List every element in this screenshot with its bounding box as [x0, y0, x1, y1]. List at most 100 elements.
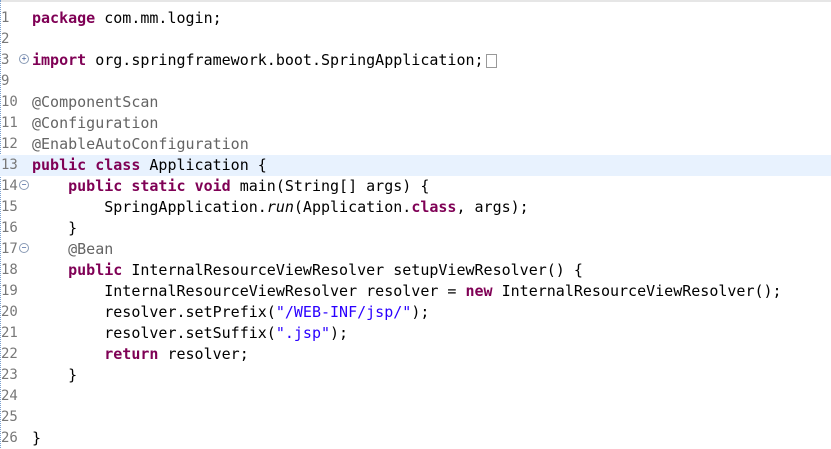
- code-line[interactable]: 15 SpringApplication.run(Application.cla…: [0, 197, 831, 218]
- collapse-fold-icon[interactable]: −: [19, 180, 29, 190]
- line-code: @Bean: [32, 239, 113, 260]
- annotation: @Configuration: [32, 114, 159, 132]
- keyword: class: [95, 156, 141, 174]
- line-code: resolver.setSuffix(".jsp");: [32, 323, 348, 344]
- code-line[interactable]: 14− public static void main(String[] arg…: [0, 176, 831, 197]
- code-line[interactable]: 13 public class Application {: [0, 155, 831, 176]
- line-code: package com.mm.login;: [32, 8, 222, 29]
- line-code: }: [32, 428, 41, 449]
- code-line[interactable]: 17− @Bean: [0, 239, 831, 260]
- code-token: com.mm.login;: [104, 9, 222, 27]
- line-number: 12: [1, 136, 18, 152]
- line-number: 25: [1, 409, 18, 425]
- line-number: 21: [1, 325, 18, 341]
- code-line[interactable]: 16 }: [0, 218, 831, 239]
- editor-left-edge: [0, 0, 1, 448]
- line-number: 23: [1, 367, 18, 383]
- keyword: public: [32, 156, 87, 174]
- keyword: import: [32, 51, 87, 69]
- line-code: public static void main(String[] args) {: [32, 176, 429, 197]
- keyword: static: [131, 177, 186, 195]
- code-token: );: [411, 303, 430, 321]
- keyword: return: [104, 345, 159, 363]
- code-token: , args);: [456, 198, 529, 216]
- line-number: 11: [1, 115, 18, 131]
- keyword: new: [465, 282, 493, 300]
- line-number: 13: [1, 157, 18, 173]
- code-line[interactable]: 21 resolver.setSuffix(".jsp");: [0, 323, 831, 344]
- keyword: public: [68, 177, 123, 195]
- line-code: resolver.setPrefix("/WEB-INF/jsp/");: [32, 302, 429, 323]
- collapse-fold-icon[interactable]: −: [19, 243, 29, 253]
- editor-top-border: [0, 0, 831, 2]
- line-code: @ComponentScan: [32, 92, 158, 113]
- line-number: 15: [1, 199, 18, 215]
- expand-fold-icon[interactable]: +: [19, 54, 29, 64]
- code-token: [86, 156, 95, 174]
- annotation: @ComponentScan: [32, 93, 159, 111]
- code-token: [186, 177, 195, 195]
- code-line[interactable]: 12 @EnableAutoConfiguration: [0, 134, 831, 155]
- code-token: resolver.setPrefix(: [32, 303, 276, 321]
- code-line[interactable]: 23 }: [0, 365, 831, 386]
- code-token: [32, 345, 104, 363]
- line-number: 20: [1, 304, 18, 320]
- line-number: 2: [1, 31, 10, 47]
- code-token: resolver;: [158, 345, 249, 363]
- line-number: 18: [1, 262, 18, 278]
- string-literal: "/WEB-INF/jsp/": [275, 303, 412, 321]
- code-token: (Application.: [293, 198, 412, 216]
- line-code: public class Application {: [32, 155, 267, 176]
- code-line[interactable]: 9: [0, 71, 831, 92]
- code-line[interactable]: 22 return resolver;: [0, 344, 831, 365]
- code-line[interactable]: 25: [0, 407, 831, 428]
- line-number: 3: [1, 52, 10, 68]
- code-line[interactable]: 24: [0, 386, 831, 407]
- code-line[interactable]: 18 public InternalResourceViewResolver s…: [0, 260, 831, 281]
- code-token: }: [32, 366, 78, 384]
- line-code: @Configuration: [32, 113, 158, 134]
- line-code: }: [32, 218, 77, 239]
- collapsed-code-marker[interactable]: [485, 53, 497, 68]
- line-number: 16: [1, 220, 18, 236]
- line-code: import org.springframework.boot.SpringAp…: [32, 50, 497, 71]
- annotation: @Bean: [32, 240, 114, 258]
- code-token: InternalResourceViewResolver setupViewRe…: [122, 261, 583, 279]
- code-token: InternalResourceViewResolver resolver =: [32, 282, 466, 300]
- code-token: [32, 177, 68, 195]
- code-line[interactable]: 26}: [0, 428, 831, 449]
- line-number: 9: [1, 73, 10, 89]
- code-line[interactable]: 20 resolver.setPrefix("/WEB-INF/jsp/");: [0, 302, 831, 323]
- line-number: 1: [1, 10, 10, 26]
- code-line[interactable]: 2: [0, 29, 831, 50]
- code-line[interactable]: 3 +import org.springframework.boot.Spring…: [0, 50, 831, 71]
- code-line[interactable]: 11 @Configuration: [0, 113, 831, 134]
- line-code: }: [32, 365, 77, 386]
- line-number: 10: [1, 94, 18, 110]
- code-token: );: [330, 324, 349, 342]
- code-line[interactable]: 10 @ComponentScan: [0, 92, 831, 113]
- line-number: 24: [1, 388, 18, 404]
- keyword: class: [411, 198, 457, 216]
- line-number: 22: [1, 346, 18, 362]
- code-token: SpringApplication.: [32, 198, 267, 216]
- code-token: InternalResourceViewResolver();: [492, 282, 782, 300]
- line-code: InternalResourceViewResolver resolver = …: [32, 281, 782, 302]
- code-token: resolver.setSuffix(: [32, 324, 276, 342]
- keyword: public: [68, 261, 123, 279]
- keyword: package: [32, 9, 96, 27]
- annotation: @EnableAutoConfiguration: [32, 135, 249, 153]
- code-line[interactable]: 1 package com.mm.login;: [0, 8, 831, 29]
- line-number: 19: [1, 283, 18, 299]
- line-code: return resolver;: [32, 344, 249, 365]
- line-code: @EnableAutoConfiguration: [32, 134, 249, 155]
- line-number: 14: [1, 178, 18, 194]
- code-token: [122, 177, 131, 195]
- code-token: }: [32, 429, 42, 447]
- line-number: 17: [1, 241, 18, 257]
- code-line[interactable]: 19 InternalResourceViewResolver resolver…: [0, 281, 831, 302]
- code-token: Application {: [140, 156, 267, 174]
- line-code: public InternalResourceViewResolver setu…: [32, 260, 583, 281]
- keyword: void: [194, 177, 231, 195]
